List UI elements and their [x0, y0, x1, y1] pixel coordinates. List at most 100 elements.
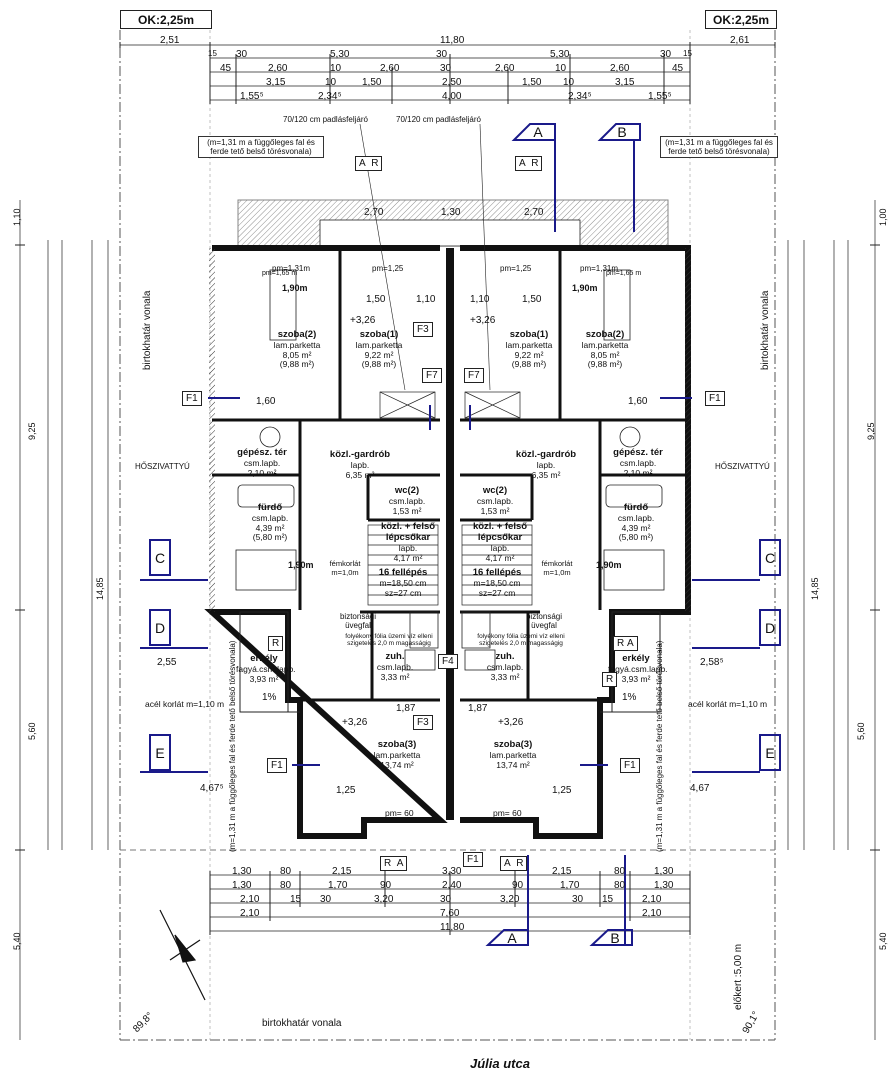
pm-label-5: pm=1,31m	[580, 264, 619, 273]
side-dimension-lines	[19, 200, 876, 1040]
heat-pump-label-right: HŐSZIVATTYÚ	[715, 462, 770, 471]
pm-label-1: pm=1,31m	[272, 264, 311, 273]
section-d-right: D	[765, 620, 775, 636]
pm-bottom-left: pm= 60	[385, 808, 414, 818]
bottom-dimension-ticks	[209, 871, 691, 935]
ar-box-top-right: A R	[515, 156, 543, 171]
dim-bot-r1-5: 80	[614, 866, 626, 877]
dim-bot-r5-0: 11,80	[440, 922, 465, 933]
dim-top-r3-5: 2,60	[495, 63, 515, 74]
dim-bot-r2-1: 80	[280, 880, 292, 891]
dim-top-r4-0: 3,15	[266, 77, 286, 88]
f1-tag-bottom-right: F1	[620, 758, 640, 773]
dim-right-560: 5,60	[856, 722, 866, 740]
section-b-bottom: B	[610, 930, 619, 946]
section-b-top: B	[617, 124, 626, 140]
dim-270-right: 2,70	[524, 207, 544, 218]
r-box-right: R	[602, 672, 618, 687]
f7-tag-right: F7	[464, 368, 484, 383]
dim-bot-r3-0: 2,10	[240, 894, 260, 905]
dim-top-r3-7: 2,60	[610, 63, 630, 74]
dim-left-560: 5,60	[27, 722, 37, 740]
ra-box-bottom-left: R A	[380, 856, 408, 871]
dim-left-925: 9,25	[27, 422, 37, 440]
street-name: Júlia utca	[470, 1056, 530, 1071]
room-zuh-right: zuh.csm.lapb.3,33 m²	[486, 651, 524, 682]
dim-left-110: 1,10	[12, 208, 22, 226]
dim-bot-r2-5: 90	[512, 880, 524, 891]
dim-top-1180: 11,80	[440, 35, 465, 46]
wall-note-top-right: (m=1,31 m a függőleges fal és ferde tető…	[660, 136, 778, 159]
f1-tag-right: F1	[705, 391, 725, 406]
dim-right-540: 5,40	[878, 932, 888, 950]
balconies	[239, 611, 661, 713]
stairs-left	[367, 524, 439, 606]
dim-right-1485: 14,85	[810, 577, 820, 600]
dim-bot-r3-3: 3,20	[374, 894, 394, 905]
dim-255-left: 2,55	[157, 657, 177, 668]
dim-125-right: 1,25	[552, 785, 572, 796]
setback-label: előkert :5,00 m	[733, 943, 744, 1010]
section-c-right: C	[765, 550, 775, 566]
dim-left-1485: 14,85	[95, 577, 105, 600]
waterproof-note-right: folyékony fólia üzemi víz elleni szigete…	[477, 633, 565, 648]
slope-left: 1%	[262, 692, 277, 703]
dim-top-r3-8: 45	[672, 63, 684, 74]
dim-top-r2-6: 15	[683, 49, 692, 58]
dim-top-r5-4: 1,55⁵	[648, 91, 672, 102]
dim-bot-r3-7: 15	[602, 894, 614, 905]
dim-top-r5-3: 2,34⁵	[568, 91, 592, 102]
dim-bot-r4-2: 2,10	[642, 908, 662, 919]
dim-bot-r4-0: 2,10	[240, 908, 260, 919]
dim-top-r4-5: 10	[563, 77, 575, 88]
dim-187-right: 1,87	[468, 703, 488, 714]
f3-tag-lower: F3	[413, 715, 433, 730]
dim-top-r4-2: 1,50	[362, 77, 382, 88]
dim-bot-r2-7: 80	[614, 880, 626, 891]
dim-bot-r1-1: 80	[280, 866, 292, 877]
metal-railing-left: fémkorlát m=1,0m	[329, 559, 361, 577]
heat-pump-label-left: HŐSZIVATTYÚ	[135, 462, 190, 471]
interior-walls	[212, 248, 688, 702]
boundary-label-right: birtokhatár vonala	[760, 290, 771, 371]
dim-bot-r2-2: 1,70	[328, 880, 348, 891]
dim-190-4: 1,90m	[596, 560, 622, 570]
section-flag-letters: A B A B C C D D E E	[155, 124, 775, 946]
pm-label-2: pm=1,65 m	[262, 270, 298, 277]
dim-bot-r1-0: 1,30	[232, 866, 252, 877]
r-box-left: R	[268, 636, 284, 651]
dim-270-left: 2,70	[364, 207, 384, 218]
dim-left-540: 5,40	[12, 932, 22, 950]
dim-110-1: 1,10	[416, 294, 436, 305]
dim-150-2: 1,50	[522, 294, 542, 305]
dim-bot-r3-1: 15	[290, 894, 302, 905]
dim-right-100: 1,00	[878, 208, 888, 226]
ar-box-bottom-right: A R	[500, 856, 528, 871]
section-a-bottom: A	[507, 930, 517, 946]
dim-bot-r3-4: 30	[440, 894, 452, 905]
dim-top-r4-1: 10	[325, 77, 337, 88]
f3-tag-upper: F3	[413, 322, 433, 337]
dim-150-1: 1,50	[366, 294, 386, 305]
dim-187-left: 1,87	[396, 703, 416, 714]
pm-label-6: pm=1,65 m	[606, 270, 642, 277]
dim-467-right: 4,67	[690, 783, 710, 794]
dim-160-left: 1,60	[256, 396, 276, 407]
dim-top-r2-1: 30	[236, 49, 248, 60]
pm-label-4: pm=1,25	[500, 264, 532, 273]
room-wc2-right: wc(2)csm.lapb.1,53 m²	[476, 485, 514, 516]
dim-top-r3-2: 10	[330, 63, 342, 74]
ra-box-right: R A	[613, 636, 638, 651]
dim-top-r3-1: 2,60	[268, 63, 288, 74]
dim-190-3: 1,90m	[288, 560, 314, 570]
dim-top-r5-0: 1,55⁵	[240, 91, 264, 102]
dim-bot-r2-6: 1,70	[560, 880, 580, 891]
